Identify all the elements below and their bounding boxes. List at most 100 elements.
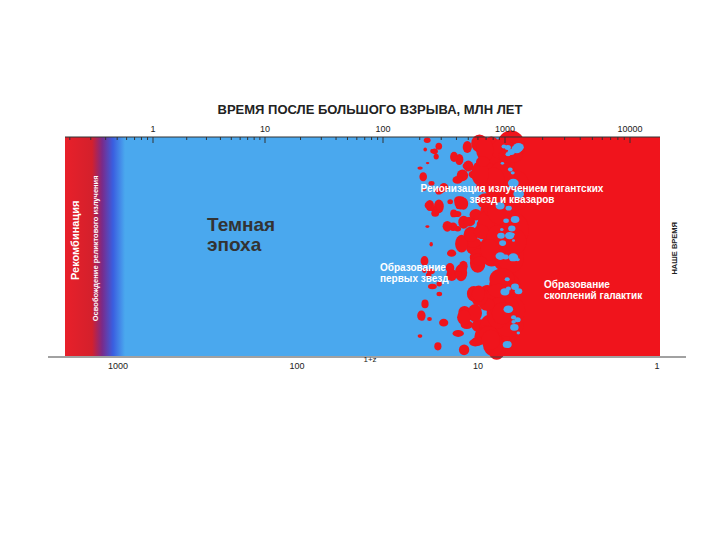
neutral-patch <box>511 284 519 290</box>
axis-tick <box>247 137 248 140</box>
neutral-patch <box>504 306 514 314</box>
axis-tick <box>347 137 348 140</box>
ionized-patch <box>425 202 432 208</box>
ionized-patch <box>481 330 500 350</box>
axis-value: 1000 <box>108 361 128 371</box>
ionized-patch <box>492 302 513 324</box>
axis-tick <box>126 137 127 140</box>
ionized-patch <box>431 210 439 217</box>
axis-tick <box>630 137 631 143</box>
axis-tick <box>259 137 260 140</box>
axis-tick <box>383 137 384 143</box>
ionized-patch <box>473 257 487 266</box>
neutral-patch <box>500 228 504 231</box>
neutral-patch <box>510 324 518 331</box>
ionized-patch <box>418 334 423 338</box>
epoch-label: Реионизация излучением гигантских звезд … <box>417 183 607 206</box>
neutral-patch <box>511 216 520 223</box>
ionized-patch <box>428 284 437 289</box>
axis-tick <box>499 137 500 140</box>
axis-tick <box>468 137 469 140</box>
axis-tick <box>486 137 487 140</box>
axis-tick <box>542 137 543 140</box>
top-axis <box>65 137 660 138</box>
ionized-patch <box>417 166 422 169</box>
neutral-patch <box>503 219 509 223</box>
axis-value: 100 <box>289 361 304 371</box>
ionized-patch <box>450 152 458 162</box>
epoch-label: НАШЕ ВРЕМЯ <box>671 222 680 275</box>
ionized-patch <box>453 211 462 217</box>
axis-value: 1 <box>654 361 659 371</box>
ionized-patch <box>457 310 471 325</box>
ionized-patch <box>469 339 481 347</box>
axis-tick <box>321 137 322 140</box>
neutral-patch <box>512 239 515 241</box>
epoch-label: Рекомбинация <box>70 200 83 279</box>
ionized-patch <box>455 271 462 277</box>
ionized-patch <box>459 344 469 355</box>
ionized-patch <box>417 311 425 321</box>
ionized-patch <box>426 200 434 211</box>
ionized-patch <box>421 300 428 309</box>
neutral-patch <box>511 327 515 331</box>
ionized-patch <box>476 157 490 167</box>
ionized-patch <box>447 199 453 204</box>
neutral-patch <box>497 233 505 239</box>
ionized-patch <box>473 286 485 302</box>
axis-ticks <box>70 137 630 143</box>
neutral-patch <box>501 162 504 165</box>
axis-tick <box>134 137 135 140</box>
axis-tick <box>602 137 603 140</box>
axis-tick <box>617 137 618 140</box>
axis-tick <box>419 137 420 140</box>
neutral-patch <box>516 258 520 261</box>
epoch-label: Освобождение реликтового излучения <box>92 175 101 321</box>
neutral-patch <box>511 171 515 174</box>
axis-tick <box>356 137 357 140</box>
ionized-patch <box>437 292 443 296</box>
epoch-label: Образование первых звезд <box>380 262 480 285</box>
axis-value: 10 <box>473 361 483 371</box>
ionized-patch <box>427 317 432 321</box>
axis-tick <box>147 137 148 140</box>
ionized-patch <box>443 221 452 232</box>
ionized-patch <box>459 198 468 210</box>
ionized-patch <box>432 148 438 154</box>
ionized-patch <box>463 163 472 169</box>
axis-tick <box>564 137 565 140</box>
axis-tick <box>265 137 266 143</box>
reionization-patches <box>417 130 529 359</box>
ionized-patch <box>436 143 443 150</box>
axis-tick <box>240 137 241 140</box>
axis-tick <box>580 137 581 140</box>
ionized-patch <box>447 250 456 257</box>
epoch-label: Темная эпоха <box>207 215 317 255</box>
neutral-patch <box>503 341 512 348</box>
axis-value: 100 <box>375 124 390 134</box>
neutral-patch <box>508 168 513 172</box>
axis-tick <box>441 137 442 140</box>
ionized-patch <box>463 141 472 153</box>
ionized-patch <box>425 225 429 228</box>
ionized-patch <box>439 319 448 327</box>
chart-title: ВРЕМЯ ПОСЛЕ БОЛЬШОГО ВЗРЫВА, МЛН ЛЕТ <box>218 103 523 118</box>
axis-tick <box>141 137 142 140</box>
ionized-patch <box>424 138 431 143</box>
axis-tick <box>592 137 593 140</box>
neutral-patch <box>502 145 507 149</box>
neutral-patch <box>499 240 506 246</box>
neutral-patch <box>506 287 511 291</box>
ionized-patch <box>419 172 427 181</box>
axis-tick <box>610 137 611 140</box>
axis-value: 1 <box>150 124 155 134</box>
axis-tick <box>377 137 378 140</box>
ionized-patch <box>423 148 427 152</box>
epoch-label: Образование скоплений галактик <box>544 279 644 302</box>
ionized-patch <box>488 284 511 298</box>
neutral-patch <box>503 255 509 260</box>
neutral-patch <box>506 206 512 211</box>
axis-tick <box>505 137 506 143</box>
ionized-patch <box>463 217 475 226</box>
